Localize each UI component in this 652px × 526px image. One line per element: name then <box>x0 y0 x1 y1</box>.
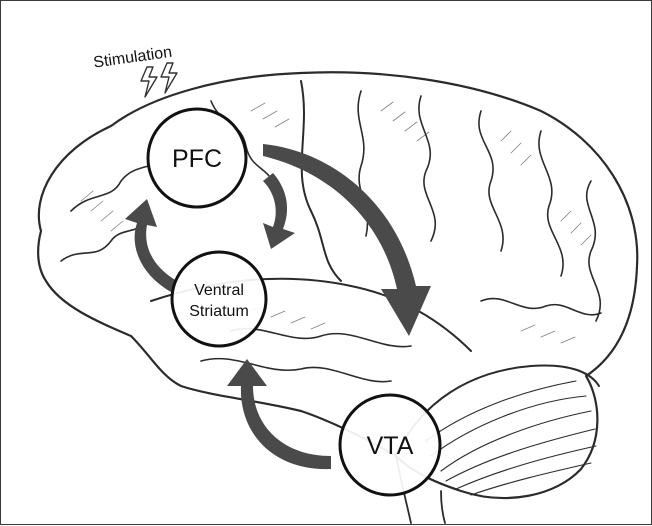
arrow-pfc-to-vta <box>263 144 431 336</box>
arrow-vta-to-striatum <box>227 359 331 469</box>
gyrus-line <box>587 181 601 321</box>
node-vta-label: VTA <box>367 432 414 460</box>
gyrus-line <box>539 131 563 276</box>
node-vta: VTA <box>340 395 440 495</box>
gyrus-line <box>231 329 411 347</box>
node-ventral-striatum-label-line1: Ventral <box>194 282 244 299</box>
gyrus-line <box>479 111 503 251</box>
gyrus-line <box>201 359 391 382</box>
node-pfc-label: PFC <box>172 145 222 173</box>
brain-outline <box>38 72 637 498</box>
node-pfc: PFC <box>148 109 246 207</box>
gyrus-line <box>419 96 435 241</box>
lightning-bolt-icon <box>141 67 157 97</box>
gyrus-line <box>481 299 601 315</box>
stimulation-label: Stimulation <box>92 44 173 72</box>
node-ventral-striatum: Ventral Striatum <box>172 252 266 346</box>
arrow-pfc-to-striatum <box>263 173 295 249</box>
node-ventral-striatum-label-line2: Striatum <box>189 303 249 320</box>
brain-sketch <box>38 72 637 523</box>
arrow-striatum-to-pfc <box>125 199 177 293</box>
lightning-bolt-icon <box>161 63 177 93</box>
